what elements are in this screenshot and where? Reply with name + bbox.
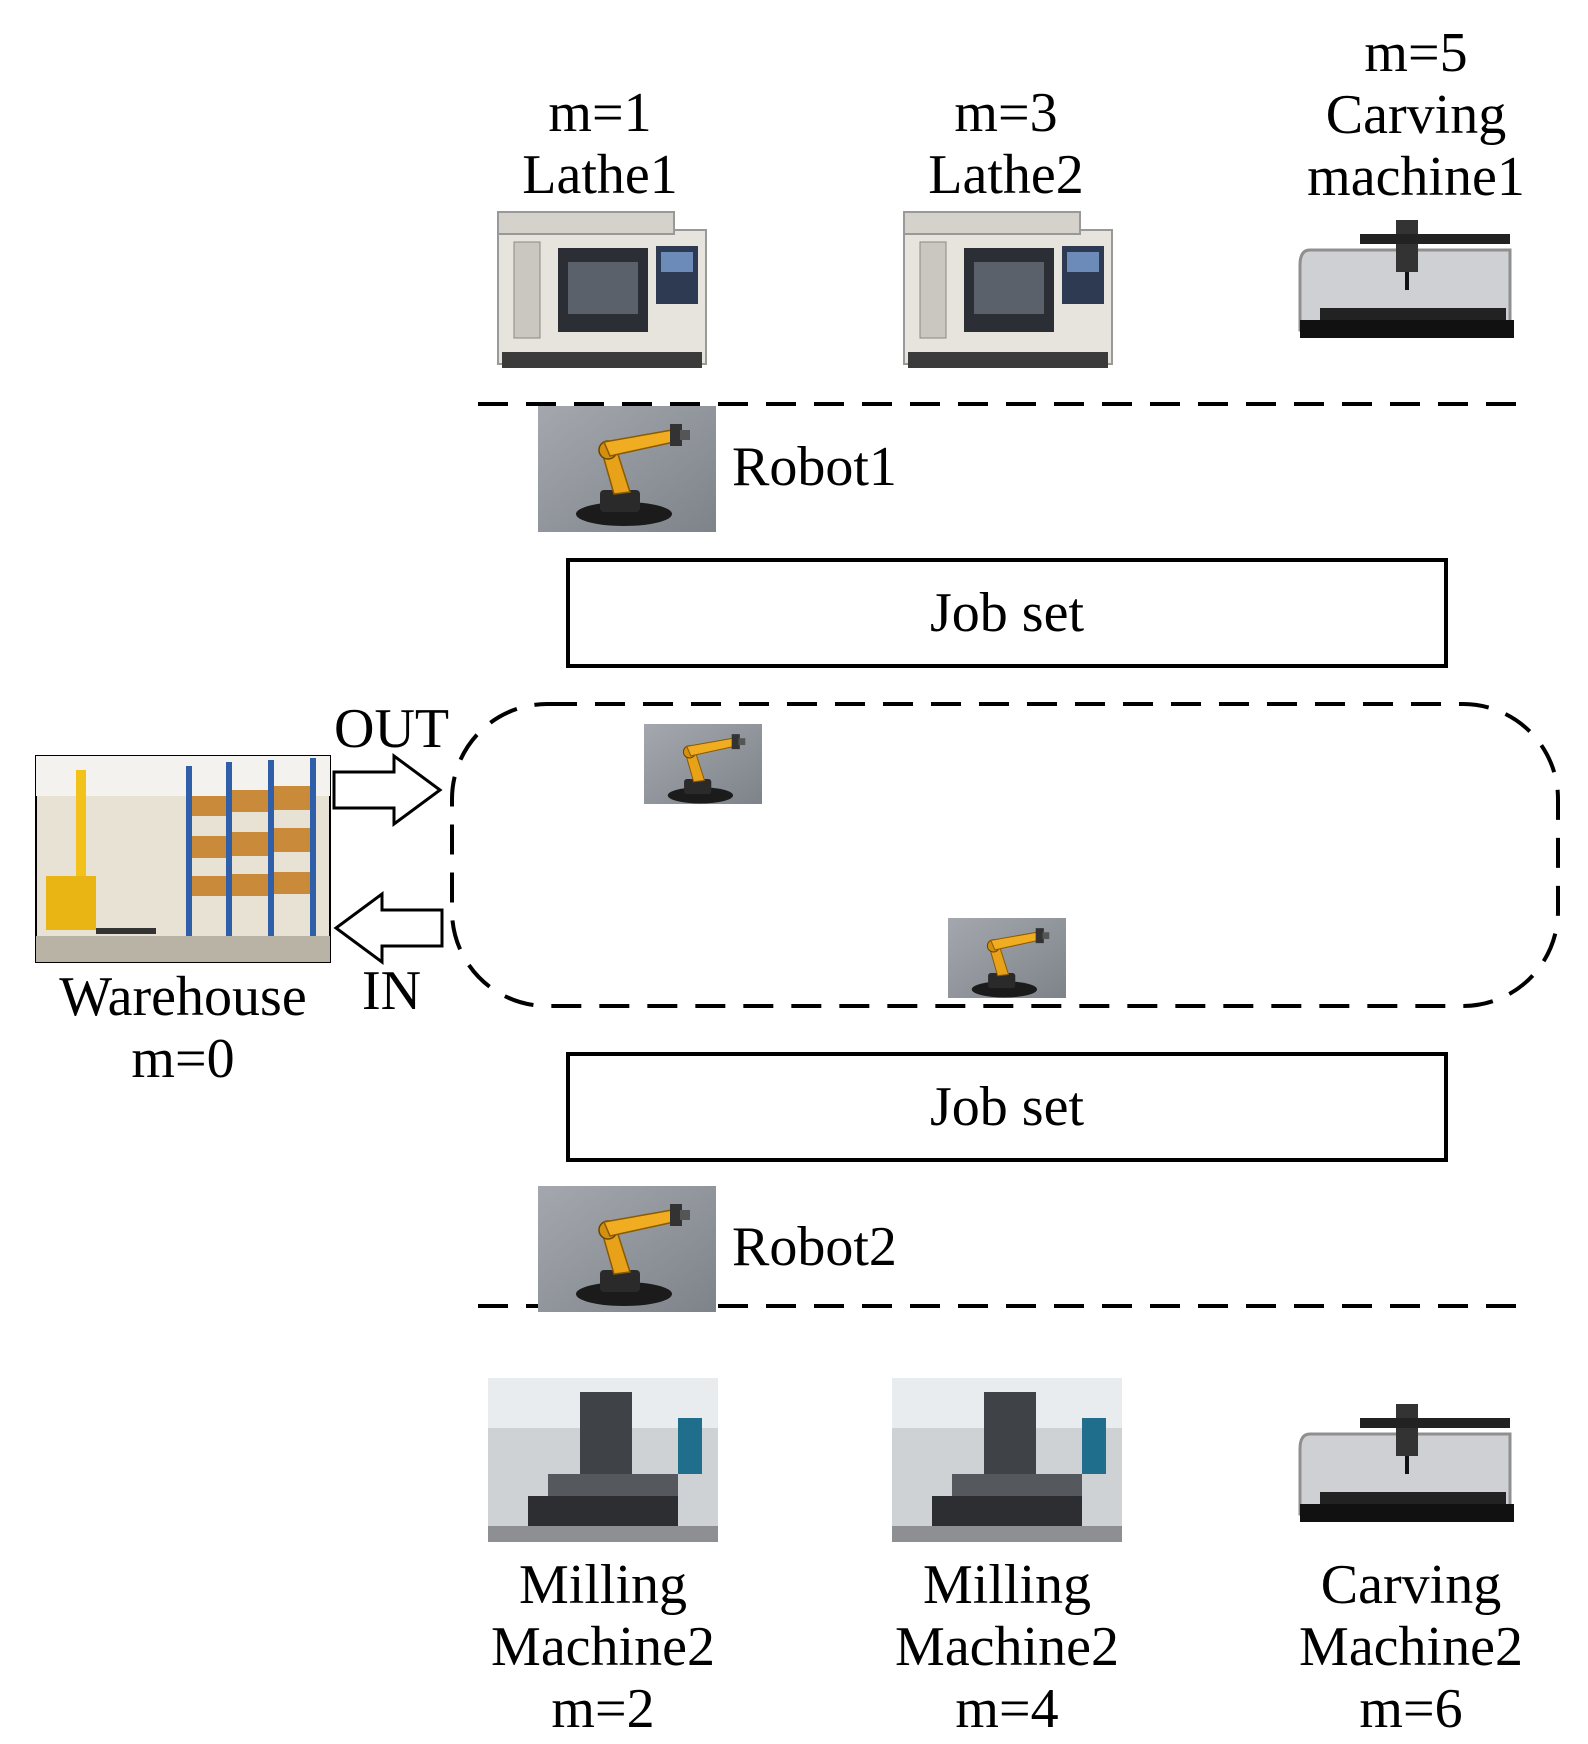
robot1-icon: [538, 406, 716, 532]
moving-robot-a-icon: [644, 724, 762, 805]
robot2-label: Robot2: [732, 1216, 897, 1278]
moving-robot-b-icon: [948, 918, 1066, 999]
carving-machine1-name-line1: Carving: [1325, 84, 1507, 146]
carving-machine2-m-index: m=6: [1359, 1678, 1463, 1740]
lathe2-icon: [903, 211, 1113, 368]
milling-machine2-icon: [892, 1378, 1122, 1542]
milling-machine2-line1: Milling: [922, 1554, 1092, 1616]
carving-machine1-name-line2: machine1: [1307, 146, 1525, 208]
carving-machine1-label: m=5 Carving machine1: [1296, 22, 1536, 208]
milling-machine1-line2: Machine2: [491, 1616, 715, 1678]
lathe2-name: Lathe2: [928, 144, 1084, 206]
carving-machine2-label: Carving Machine2 m=6: [1286, 1554, 1536, 1740]
warehouse-m-index: m=0: [131, 1028, 235, 1090]
milling-machine1-icon: [488, 1378, 718, 1542]
carving-machine2-line2: Machine2: [1299, 1616, 1523, 1678]
milling-machine2-m-index: m=4: [955, 1678, 1059, 1740]
in-label: IN: [362, 960, 422, 1022]
milling-machine1-label: Milling Machine2 m=2: [478, 1554, 728, 1740]
carving-machine1-icon: [1298, 220, 1514, 338]
milling-machine2-line2: Machine2: [895, 1616, 1119, 1678]
lathe2-m-index: m=3: [954, 82, 1058, 144]
out-label: OUT: [334, 698, 450, 760]
warehouse-icon: [35, 755, 331, 963]
milling-machine1-m-index: m=2: [551, 1678, 655, 1740]
lathe1-icon: [497, 211, 707, 368]
lathe2-label: m=3 Lathe2: [906, 82, 1106, 206]
out-arrow-icon: [332, 753, 443, 827]
lathe1-label: m=1 Lathe1: [500, 82, 700, 206]
milling-machine1-line1: Milling: [518, 1554, 688, 1616]
lathe1-name: Lathe1: [522, 144, 678, 206]
robot2-icon: [538, 1186, 716, 1312]
lathe1-m-index: m=1: [548, 82, 652, 144]
milling-machine2-label: Milling Machine2 m=4: [882, 1554, 1132, 1740]
in-arrow-icon: [333, 891, 444, 965]
robot-transport-loop: [450, 702, 1560, 1008]
warehouse-label: Warehouse m=0: [36, 966, 330, 1090]
carving-machine2-line1: Carving: [1320, 1554, 1502, 1616]
robot1-label: Robot1: [732, 436, 897, 498]
carving-machine2-icon: [1298, 1404, 1514, 1522]
job-set-top: Job set: [566, 558, 1448, 668]
warehouse-name: Warehouse: [59, 966, 307, 1028]
job-set-bottom: Job set: [566, 1052, 1448, 1162]
carving-machine1-m-index: m=5: [1364, 22, 1468, 84]
